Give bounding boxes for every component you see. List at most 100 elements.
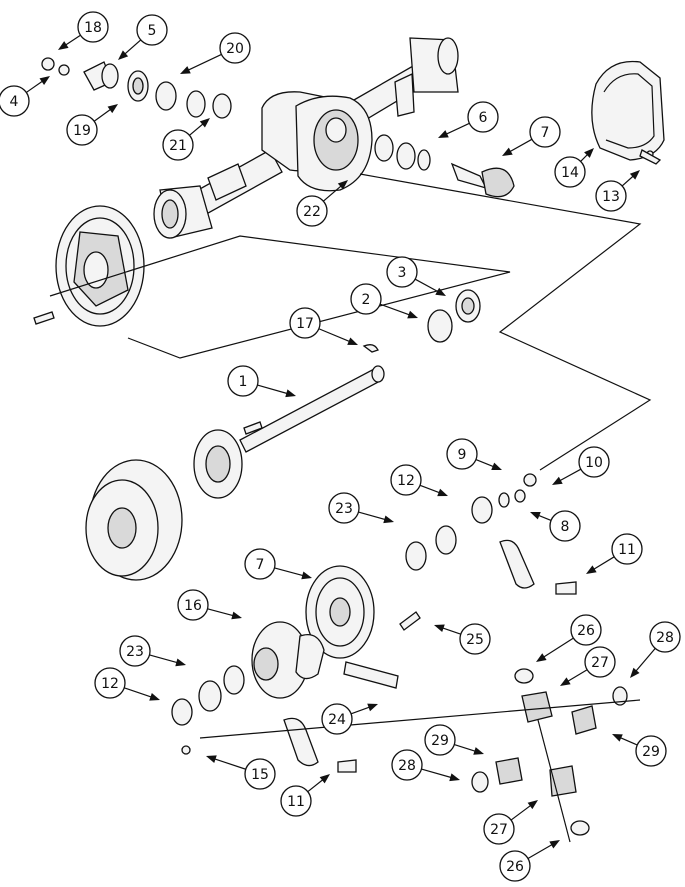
callout-circle [0,85,30,117]
callout-9: 9 [446,438,502,470]
callout-28: 28 [630,621,681,678]
callout-leader-line [322,183,344,202]
callout-2: 2 [350,283,418,319]
callout-number: 27 [490,822,508,838]
callout-number: 27 [591,655,609,671]
callout-circle [280,785,312,817]
callout-number: 12 [397,473,415,489]
callout-number: 28 [398,758,416,774]
callout-7: 7 [502,116,561,156]
callout-circle [328,492,360,524]
callout-leader-line [540,637,574,660]
callout-arrowhead [584,148,594,158]
callout-circle [584,646,616,678]
callout-leader-line [527,842,556,860]
callout-4: 4 [0,76,50,117]
callout-arrowhead [438,130,449,138]
callout-number: 29 [431,733,449,749]
callout-23: 23 [328,492,394,524]
callout-circle [94,667,126,699]
brake-drum [85,459,183,581]
callout-leader-line [506,138,533,154]
callout-number: 23 [126,644,144,660]
callout-arrowhead [199,118,210,128]
callout-number: 1 [239,374,248,390]
callout-11: 11 [280,774,330,817]
callout-circle [119,635,151,667]
callout-number: 16 [184,598,202,614]
axle-shaft-assembly [193,289,481,499]
callout-circle [424,724,456,756]
callout-arrowhead [449,773,460,782]
callout-circle [321,703,353,735]
callout-arrowhead [491,462,502,470]
callout-circle [177,589,209,621]
callout-number: 20 [226,41,244,57]
callout-13: 13 [595,170,640,212]
callout-arrowhead [118,50,129,60]
callout-circle [386,256,418,288]
callout-26: 26 [499,840,560,882]
callout-22: 22 [296,180,348,227]
callout-circle [446,438,478,470]
callout-circle [554,156,586,188]
callout-arrowhead [107,104,118,114]
callout-number: 26 [577,623,595,639]
callout-arrowhead [175,658,186,667]
callout-26: 26 [536,614,602,662]
callout-number: 15 [251,767,269,783]
callout-circle [499,850,531,882]
callout-3: 3 [386,256,446,296]
callout-arrowhead [206,755,217,763]
callout-number: 10 [585,455,603,471]
callout-leader-line [510,803,534,821]
callout-23: 23 [119,635,186,667]
callout-number: 19 [73,123,91,139]
callout-number: 7 [541,125,550,141]
callout-circle [391,749,423,781]
callout-7: 7 [244,548,312,580]
callout-number: 6 [479,110,488,126]
callout-circle [136,14,168,46]
callout-arrowhead [560,677,571,686]
callout-number: 29 [642,744,660,760]
callout-arrowhead [180,66,191,74]
callout-6: 6 [438,101,499,138]
callout-circle [244,548,276,580]
callout-circle [390,464,422,496]
callout-leader-line [211,757,246,770]
differential-cover [591,60,665,165]
callout-arrowhead [437,488,448,497]
callout-arrowhead [552,476,563,485]
assembly-lines [49,173,652,843]
differential-assembly [171,473,577,773]
callout-leader-line [185,53,222,72]
callout-number: 26 [506,859,524,875]
callout-arrowhead [149,692,160,701]
callout-arrowhead [536,653,547,662]
callout-number: 9 [458,447,467,463]
callout-circle [219,32,251,64]
callout-number: 17 [296,316,314,332]
callout-arrowhead [586,565,597,574]
callout-29: 29 [424,724,484,756]
callout-circle [635,735,667,767]
spider-gears [471,668,628,836]
callout-number: 8 [561,519,570,535]
callout-number: 14 [561,165,579,181]
callout-27: 27 [560,646,616,686]
callout-arrowhead [502,147,513,156]
callout-arrowhead [473,747,484,755]
callout-25: 25 [434,623,491,655]
callout-10: 10 [552,446,610,485]
callout-number: 25 [466,632,484,648]
callout-circle [549,510,581,542]
callout-leader-line [414,278,442,294]
callout-leader-line [207,608,237,618]
callout-circle [459,623,491,655]
callout-number: 11 [287,794,305,810]
callout-leader-line [358,511,389,521]
callout-leader-line [421,768,455,779]
callout-arrowhead [347,337,358,345]
callout-arrowhead [434,624,445,633]
